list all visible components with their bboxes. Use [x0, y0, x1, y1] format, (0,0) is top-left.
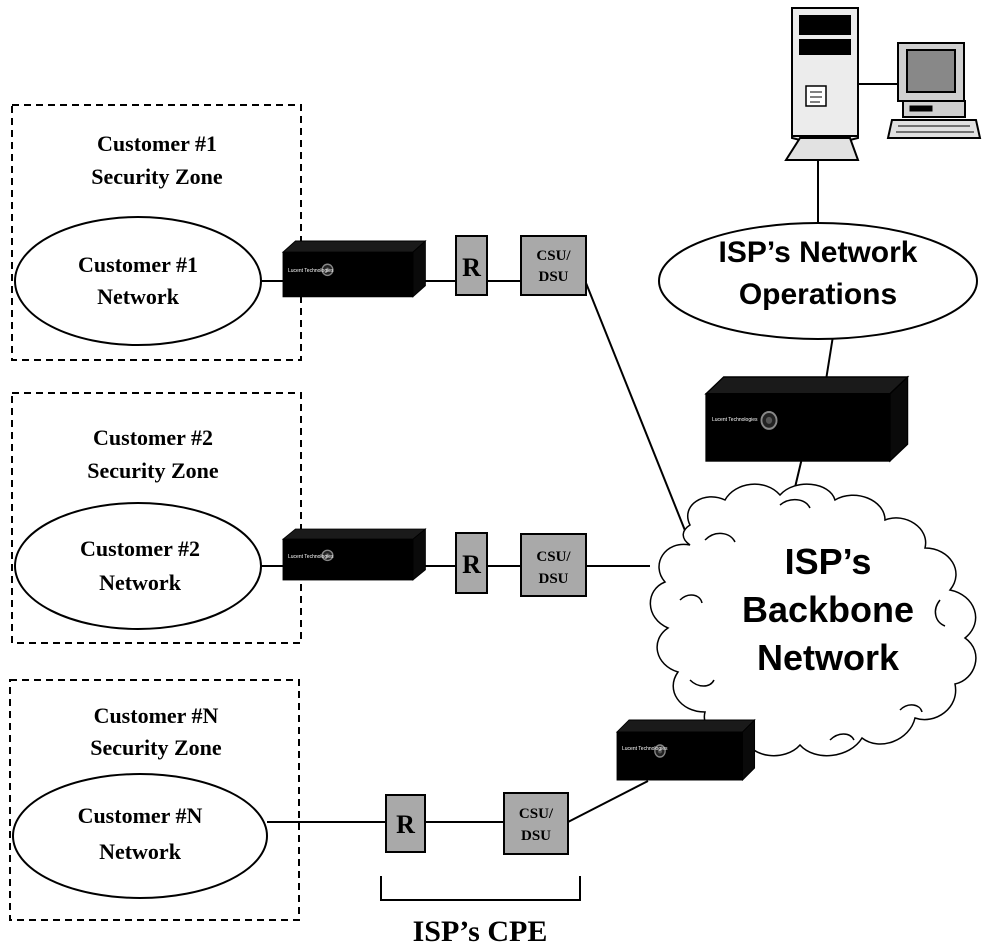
zone-2-title-line1: Customer #2: [93, 425, 213, 450]
backbone-cloud: [649, 483, 977, 757]
server-tower-icon: [784, 7, 860, 161]
router-2: R: [455, 532, 488, 594]
csu-dsu-1-line1: CSU/: [536, 248, 571, 264]
zone-n-title-line2: Security Zone: [90, 735, 222, 760]
isp-ops-line2: Operations: [739, 278, 897, 311]
zone-2-title-line2: Security Zone: [87, 458, 219, 483]
router-2-label: R: [462, 550, 481, 579]
firewall-ops-brand: Lucent Technologies: [712, 417, 758, 423]
zone-box-1: [11, 104, 302, 361]
csu-dsu-2: CSU/ DSU: [520, 533, 587, 597]
backbone-line2: Backbone: [742, 589, 914, 630]
isp-ops-line1: ISP’s Network: [719, 236, 918, 269]
csu-dsu-n: CSU/ DSU: [503, 792, 569, 855]
zone-1-title-line1: Customer #1: [97, 131, 217, 156]
connection-lines: [261, 83, 898, 823]
csu-dsu-2-line2: DSU: [538, 571, 568, 587]
customer-1-network-line2: Network: [97, 284, 180, 309]
csu-dsu-2-line1: CSU/: [536, 549, 571, 565]
csu-dsu-n-line2: DSU: [521, 828, 551, 844]
customer-2-network-line1: Customer #2: [80, 536, 200, 561]
router-n: R: [385, 794, 426, 853]
customer-n-network-line2: Network: [99, 839, 182, 864]
zone-1-title-line2: Security Zone: [91, 164, 223, 189]
backbone-line1: ISP’s: [785, 541, 872, 582]
router-1-label: R: [462, 253, 481, 282]
router-n-label: R: [396, 810, 415, 839]
customer-1-network: [14, 216, 262, 346]
zone-box-2: [11, 392, 302, 644]
firewall-1-brand: Lucent Technologies: [288, 268, 334, 274]
cpe-label: ISP’s CPE: [413, 915, 548, 948]
router-1: R: [455, 235, 488, 296]
cpe-bracket: [380, 876, 581, 901]
firewall-n-brand: Lucent Technologies: [622, 746, 668, 752]
csu-dsu-1-line2: DSU: [538, 269, 568, 285]
csu-dsu-n-line1: CSU/: [519, 806, 554, 822]
customer-n-network: [12, 773, 268, 899]
isp-network-operations: [658, 222, 978, 340]
customer-2-network-line2: Network: [99, 570, 182, 595]
zone-n-title-line1: Customer #N: [94, 703, 219, 728]
zone-box-n: [9, 679, 300, 921]
customer-2-network: [14, 502, 262, 630]
firewall-2-brand: Lucent Technologies: [288, 554, 334, 560]
customer-1-network-line1: Customer #1: [78, 252, 198, 277]
csu-dsu-1: CSU/ DSU: [520, 235, 587, 296]
workstation-icon: [886, 42, 982, 139]
backbone-line3: Network: [757, 637, 900, 678]
customer-n-network-line1: Customer #N: [78, 803, 203, 828]
